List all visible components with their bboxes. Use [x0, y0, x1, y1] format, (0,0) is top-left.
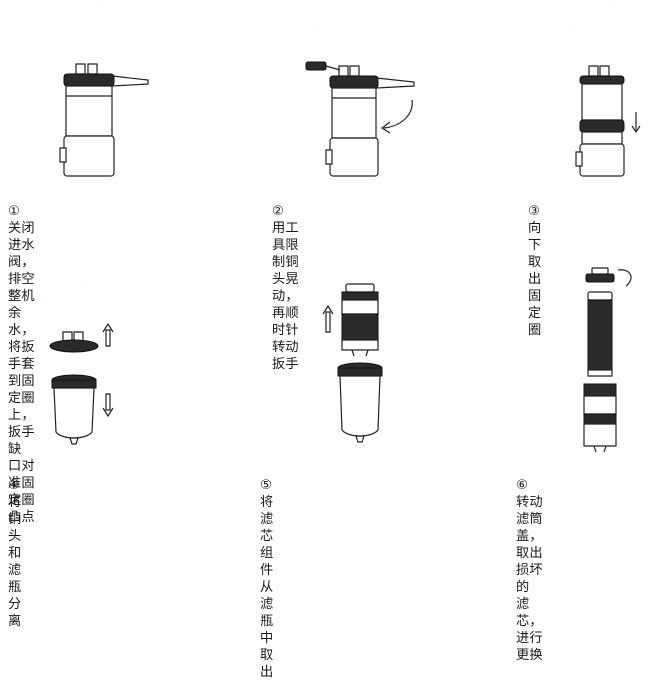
step-3-text: 向下取出固定圈	[528, 221, 542, 338]
step-3-caption: ③ 向下取出固定圈	[528, 203, 541, 339]
step-1-text: 关闭进水阀，排空整机余水， 将扳手套到固定圈上，扳手缺 口对准固定圈凸点	[8, 221, 35, 525]
step-6-illustration	[570, 258, 660, 468]
step-5-number: ⑤	[260, 478, 273, 493]
step-2-text: 用工具限制铜头晃动， 再顺时针转动扳手	[272, 221, 299, 372]
step-4-number: ④	[8, 478, 21, 493]
step-4-text: 将铜头和滤瓶分离	[8, 495, 22, 629]
step-3-number: ③	[528, 204, 541, 219]
step-2-number: ②	[272, 204, 285, 219]
step-6-caption: ⑥ 转动滤筒盖，取出损坏的 滤芯，进行更换	[516, 477, 543, 664]
step-3-illustration	[552, 0, 662, 190]
step-1-caption: ① 关闭进水阀，排空整机余水， 将扳手套到固定圈上，扳手缺 口对准固定圈凸点	[8, 203, 35, 526]
step-4-caption: ④ 将铜头和滤瓶分离	[8, 477, 21, 630]
step-1-number: ①	[8, 204, 21, 219]
step-5-caption: ⑤ 将滤芯组件从滤瓶中取出	[260, 477, 273, 681]
step-2-caption: ② 用工具限制铜头晃动， 再顺时针转动扳手	[272, 203, 299, 373]
step-1-illustration	[20, 0, 170, 190]
step-5-illustration	[316, 278, 436, 458]
step-5-text: 将滤芯组件从滤瓶中取出	[260, 495, 274, 680]
step-4-illustration	[30, 282, 150, 452]
step-6-number: ⑥	[516, 478, 529, 493]
step-6-text: 转动滤筒盖，取出损坏的 滤芯，进行更换	[516, 495, 543, 663]
step-2-illustration	[292, 0, 452, 190]
